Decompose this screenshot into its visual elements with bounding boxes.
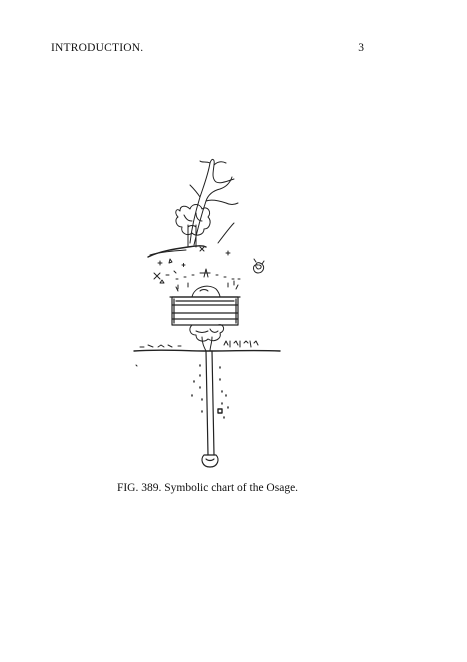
box-drawing: [170, 297, 240, 325]
figure-caption-text: FIG. 389. Symbolic chart of the Osage.: [117, 482, 298, 494]
ground-line: [134, 341, 280, 366]
dotted-marks: [192, 365, 228, 418]
tree-drawing: [148, 159, 238, 257]
star-symbols: [154, 247, 264, 291]
running-title: INTRODUCTION.: [51, 40, 143, 56]
root-bush: [190, 325, 224, 351]
pole-drawing: [202, 351, 218, 467]
page-number: 3: [358, 40, 364, 56]
figure-caption: FIG. 389. Symbolic chart of the Osage.: [0, 481, 467, 495]
figure-389: [130, 155, 290, 475]
dome-object: [192, 286, 220, 297]
running-head: INTRODUCTION. 3: [51, 40, 364, 56]
symbolic-chart-drawing: [130, 155, 290, 475]
